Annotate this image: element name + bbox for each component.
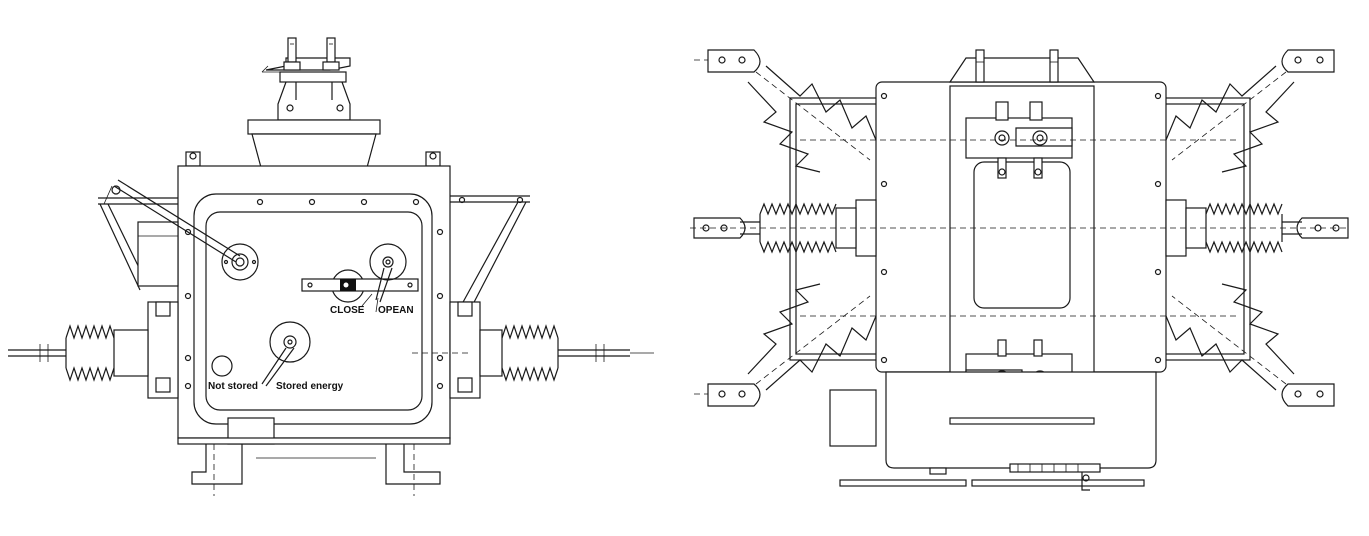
close-open-indicator xyxy=(301,269,419,303)
top-terminal-assembly xyxy=(261,37,351,121)
housing-rivets xyxy=(880,92,1162,364)
close-pointer xyxy=(361,293,373,307)
bottom-mounting-plates xyxy=(839,463,1145,491)
front-panel-inner xyxy=(205,211,423,411)
right-bracket xyxy=(450,195,530,311)
left-bracket xyxy=(98,179,241,291)
main-body xyxy=(177,165,451,439)
operating-shaft xyxy=(221,243,259,281)
panel-rivets xyxy=(184,198,444,390)
upper-left-insulator xyxy=(694,49,877,173)
bottom-mounting xyxy=(177,417,451,496)
not-stored-label: Not stored xyxy=(208,381,258,392)
lower-right-insulator xyxy=(1165,283,1335,407)
top-corner-nuts xyxy=(185,151,441,167)
upper-right-insulator xyxy=(1165,49,1335,173)
upper-terminal-clamp xyxy=(965,101,1073,179)
open-pointer xyxy=(375,297,379,313)
front-panel-outer xyxy=(193,193,433,425)
mechanism-box xyxy=(829,371,1157,469)
stored-energy-label: Stored energy xyxy=(276,381,344,392)
top-view xyxy=(690,49,1350,491)
open-label: OPEAN xyxy=(378,305,414,316)
close-label: CLOSE xyxy=(330,305,365,316)
housing-top-cap xyxy=(948,57,1096,83)
energy-storage-indicator xyxy=(211,321,311,387)
front-view: CLOSE OPEAN Not stored Stored energy xyxy=(8,37,654,496)
not-stored-window xyxy=(211,355,233,377)
left-insulator xyxy=(8,301,179,399)
right-insulator xyxy=(449,301,654,399)
open-lever xyxy=(369,243,407,303)
lower-left-insulator xyxy=(694,283,877,407)
center-window xyxy=(973,161,1071,309)
